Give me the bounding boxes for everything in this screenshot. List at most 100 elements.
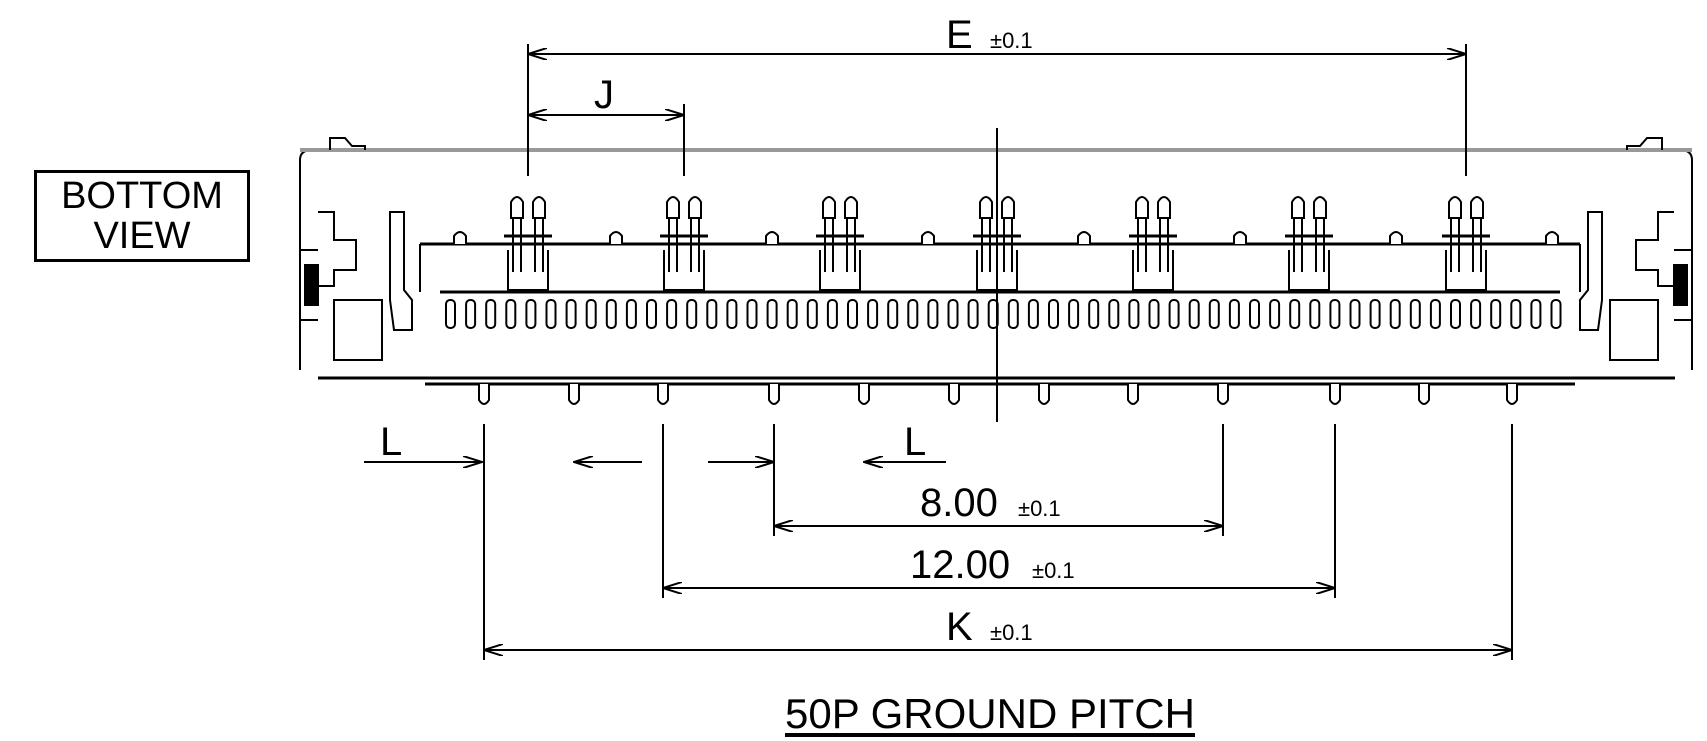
- signal-pin: [1188, 299, 1200, 329]
- pin-row: [445, 299, 1562, 329]
- contact-finger-tip: [1448, 196, 1462, 219]
- signal-pin: [1027, 299, 1039, 329]
- dim-l-right-label: L: [904, 420, 926, 464]
- signal-pin: [465, 299, 477, 329]
- signal-pin: [1068, 299, 1080, 329]
- contact-finger-tip: [688, 196, 702, 219]
- signal-pin: [565, 299, 577, 329]
- signal-pin: [505, 299, 517, 329]
- body-bump: [1389, 231, 1403, 244]
- ground-tail: [1038, 384, 1050, 405]
- signal-pin: [585, 299, 597, 329]
- dim-e-label: E: [946, 13, 973, 57]
- signal-pin: [907, 299, 919, 329]
- signal-pin: [1128, 299, 1140, 329]
- signal-pin: [847, 299, 858, 329]
- ground-tail: [1506, 384, 1518, 405]
- signal-pin: [1550, 299, 1562, 329]
- ground-tail: [1127, 384, 1139, 405]
- signal-pin: [1429, 299, 1441, 329]
- signal-pin: [1309, 299, 1321, 329]
- view-label-line2: VIEW: [93, 215, 191, 257]
- dim-l-left-label: L: [380, 420, 402, 464]
- signal-pin: [1088, 299, 1100, 329]
- dim-j-label: J: [594, 73, 614, 117]
- signal-pin: [887, 299, 899, 329]
- contact-finger-tip: [666, 196, 680, 219]
- signal-pin: [646, 299, 657, 329]
- ground-contacts: [504, 196, 1490, 291]
- dim-12-label: 12.00: [910, 543, 1010, 587]
- signal-pin: [746, 299, 758, 329]
- signal-pin: [1228, 299, 1240, 329]
- dim-12-tol: ±0.1: [1032, 558, 1075, 583]
- signal-pin: [1530, 299, 1542, 329]
- body-bump: [921, 231, 935, 244]
- signal-pin: [666, 299, 678, 329]
- signal-pin: [967, 299, 979, 329]
- dim-8-tol: ±0.1: [1018, 496, 1061, 521]
- drawing-title: 50P GROUND PITCH: [785, 690, 1195, 737]
- ground-tail: [1217, 384, 1229, 405]
- ground-tail: [768, 384, 780, 405]
- contact-finger-tip: [979, 196, 993, 219]
- signal-pin: [947, 299, 959, 329]
- signal-pin: [706, 299, 718, 329]
- dimension-e: E ±0.1: [527, 13, 1467, 176]
- contact-base: [663, 250, 705, 291]
- signal-pin: [1450, 299, 1461, 329]
- signal-pin: [726, 299, 738, 329]
- contact-finger-tip: [1157, 196, 1171, 219]
- signal-pin: [445, 299, 456, 329]
- contact-base: [1132, 250, 1174, 291]
- signal-pin: [1510, 299, 1522, 329]
- signal-pin: [1369, 299, 1381, 329]
- contact-finger-tip: [1313, 196, 1327, 219]
- dim-8-label: 8.00: [920, 481, 998, 525]
- contact-finger-tip: [1135, 196, 1149, 219]
- ground-contact: [1285, 196, 1333, 291]
- ground-tails: [478, 384, 1518, 405]
- signal-pin: [1007, 299, 1019, 329]
- view-label-line1: BOTTOM: [61, 175, 223, 217]
- contact-finger-tip: [1001, 196, 1015, 219]
- ground-tail: [1329, 384, 1341, 405]
- contact-base: [1288, 250, 1330, 291]
- dimension-l-left: L: [364, 420, 642, 464]
- signal-pin: [1148, 299, 1160, 329]
- signal-pin: [1168, 299, 1180, 329]
- signal-pin: [525, 299, 537, 329]
- contact-finger-tip: [1470, 196, 1484, 219]
- contact-base: [507, 250, 549, 291]
- signal-pin: [1389, 299, 1401, 329]
- body-bump: [1077, 231, 1091, 244]
- ground-tail: [478, 384, 490, 405]
- body-bumps: [453, 231, 1559, 244]
- ground-contact: [816, 196, 864, 291]
- signal-pin: [1048, 299, 1059, 329]
- signal-pin: [1409, 299, 1421, 329]
- body-bump: [609, 231, 623, 244]
- dimension-j: J: [528, 73, 685, 176]
- contact-base: [819, 250, 861, 291]
- dimension-k: K ±0.1: [483, 424, 1513, 660]
- signal-pin: [485, 299, 497, 329]
- body-bump: [453, 231, 467, 244]
- ground-tail: [1418, 384, 1430, 405]
- contact-finger-tip: [510, 196, 524, 219]
- ground-contact: [1129, 196, 1177, 291]
- signal-pin: [1249, 299, 1260, 329]
- signal-pin: [686, 299, 698, 329]
- contact-finger-tip: [1291, 196, 1305, 219]
- signal-pin: [1269, 299, 1281, 329]
- ground-contact: [504, 196, 552, 291]
- signal-pin: [806, 299, 818, 329]
- signal-pin: [927, 299, 939, 329]
- signal-pin: [786, 299, 798, 329]
- dimension-12: 12.00 ±0.1: [662, 424, 1336, 598]
- dim-k-tol: ±0.1: [990, 620, 1033, 645]
- body-bump: [765, 231, 779, 244]
- dim-e-tol: ±0.1: [990, 28, 1033, 53]
- signal-pin: [766, 299, 778, 329]
